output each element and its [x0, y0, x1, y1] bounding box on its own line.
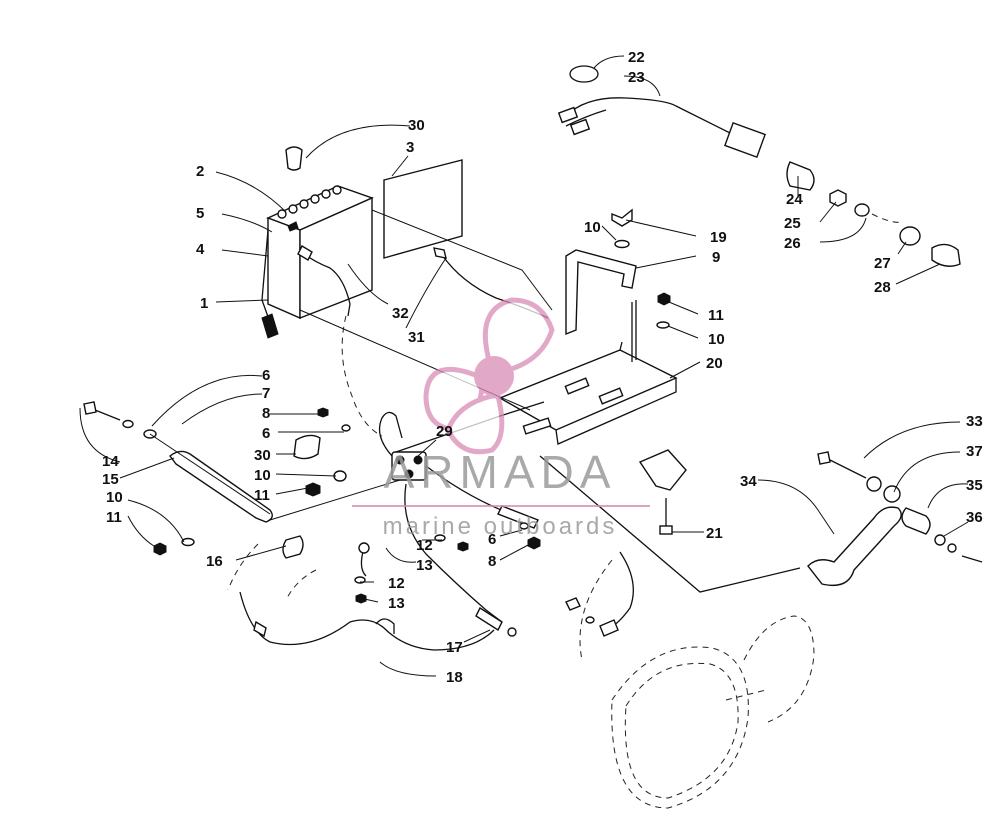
callout-7: 7	[262, 385, 270, 402]
grommet-16	[282, 535, 304, 559]
key-switch-24	[786, 161, 815, 191]
callout-13: 13	[388, 595, 405, 612]
key-28	[931, 243, 961, 267]
callout-22: 22	[628, 49, 645, 66]
callout-28: 28	[874, 279, 891, 296]
bolt-lower	[565, 597, 581, 611]
callout-6: 6	[262, 367, 270, 384]
callout-6: 6	[488, 531, 496, 548]
callout-24: 24	[786, 191, 803, 208]
callout-12: 12	[388, 575, 405, 592]
callout-10: 10	[254, 467, 271, 484]
callout-33: 33	[966, 413, 983, 430]
battery-cell-caps	[277, 185, 342, 219]
wire-harness-18	[239, 591, 495, 651]
callout-labels: 1 2 3 4 5 6 6 6 7 8 8 9 10 10 10 10 11 1…	[102, 49, 983, 686]
callout-10: 10	[708, 331, 725, 348]
callout-32: 32	[392, 305, 409, 322]
retaining-ring-22	[569, 65, 599, 83]
callout-27: 27	[874, 255, 891, 272]
watermark-title: ARMADA	[384, 446, 617, 498]
callout-12: 12	[416, 537, 433, 554]
link-34	[807, 506, 902, 587]
propeller-blade-bottom	[445, 393, 505, 455]
starter-lead-long	[539, 455, 801, 593]
key-switch-assembly	[557, 65, 961, 267]
bolt-33	[825, 457, 867, 479]
battery-pad	[383, 159, 463, 259]
starter-solenoid	[391, 451, 539, 529]
battery-tray	[498, 300, 678, 445]
callout-13: 13	[416, 557, 433, 574]
callout-1: 1	[200, 295, 208, 312]
callout-29: 29	[436, 423, 453, 440]
callout-35: 35	[966, 477, 983, 494]
propeller-hub	[474, 356, 514, 396]
callout-10: 10	[106, 489, 123, 506]
callout-18: 18	[446, 669, 463, 686]
phantom-cable	[341, 315, 383, 437]
callout-36: 36	[966, 509, 983, 526]
callout-5: 5	[196, 205, 204, 222]
washer-37	[866, 476, 882, 492]
support-bracket	[638, 449, 687, 491]
callout-11: 11	[254, 487, 270, 504]
callout-9: 9	[712, 249, 720, 266]
callout-3: 3	[406, 139, 414, 156]
propeller-logo	[423, 297, 555, 455]
callout-17: 17	[446, 639, 463, 656]
watermark-subtitle: marine outboards	[383, 513, 618, 540]
armada-watermark: ARMADA marine outboards	[352, 297, 650, 540]
callout-37: 37	[966, 443, 983, 460]
wing-nut	[611, 208, 633, 227]
nut-25	[829, 189, 847, 207]
washer-10-top	[614, 239, 630, 249]
callout-11: 11	[106, 509, 122, 526]
callout-2: 2	[196, 163, 204, 180]
callout-26: 26	[784, 235, 801, 252]
callout-10: 10	[584, 219, 601, 236]
callout-20: 20	[706, 355, 723, 372]
washer-26	[854, 203, 870, 217]
callout-25: 25	[784, 215, 801, 232]
throttle-linkage	[807, 451, 983, 587]
callout-23: 23	[628, 69, 645, 86]
ground-lead	[404, 483, 503, 623]
propeller-blade-top	[482, 297, 555, 373]
callout-30: 30	[408, 117, 425, 134]
callout-14: 14	[102, 453, 119, 470]
bezel-27	[899, 226, 921, 246]
callout-19: 19	[710, 229, 727, 246]
callout-15: 15	[102, 471, 119, 488]
callout-8: 8	[262, 405, 270, 422]
battery	[261, 185, 374, 339]
recoil-housing	[579, 559, 815, 809]
hold-down-strap	[565, 249, 637, 336]
callout-16: 16	[206, 553, 223, 570]
washer-10-right	[656, 321, 670, 329]
bushing-35	[901, 507, 931, 535]
nut-11-right	[657, 292, 671, 306]
nut-11-mid	[305, 482, 321, 497]
callout-4: 4	[196, 241, 205, 258]
callout-21: 21	[706, 525, 723, 542]
callout-31: 31	[408, 329, 425, 346]
terminal-boot-30	[293, 434, 321, 460]
callout-11: 11	[708, 307, 724, 324]
terminal-cap-top	[285, 146, 303, 171]
wire-harness-23	[565, 97, 737, 137]
callout-6: 6	[262, 425, 270, 442]
callout-34: 34	[740, 473, 757, 490]
callout-8: 8	[488, 553, 496, 570]
leader-lines	[79, 55, 969, 677]
callout-30: 30	[254, 447, 271, 464]
